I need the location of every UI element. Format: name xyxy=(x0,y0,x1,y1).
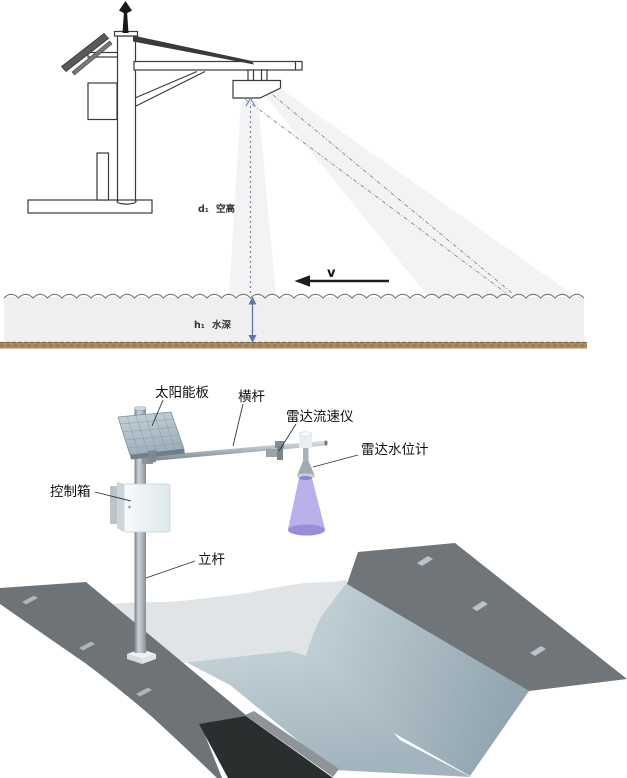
solar-panel-edge xyxy=(130,449,185,460)
crossbar-end-cap xyxy=(324,440,328,446)
velocity-radar-face xyxy=(277,446,283,460)
road-mark xyxy=(22,595,38,605)
channel-end-shadow xyxy=(199,716,333,778)
pole-foundation-front-right xyxy=(142,654,156,664)
level-radar-label: 雷达水位计 xyxy=(361,442,429,457)
slant-beam-dash-line-1 xyxy=(244,98,507,294)
control-box-pointer xyxy=(94,491,132,502)
brace-line-1 xyxy=(134,70,198,99)
pole-top-cap xyxy=(134,406,147,411)
velocity-radar-label: 雷达流速仪 xyxy=(286,409,354,424)
control-box-side xyxy=(117,482,124,532)
solar-panel-pointer xyxy=(151,399,164,427)
tower-small-post xyxy=(96,152,110,201)
radar-slanted-beam-cone xyxy=(264,89,575,296)
level-radar-horn xyxy=(297,461,315,476)
right-bank-top xyxy=(347,543,627,691)
shadow-edge-strip xyxy=(245,711,339,777)
control-box-screw xyxy=(128,505,131,509)
radar-mount-prong-left xyxy=(247,69,255,82)
velocity-radar-clamp xyxy=(275,441,284,448)
channel-water xyxy=(174,644,471,777)
pointer-lines xyxy=(94,399,359,579)
photo-3d-scene: 太阳能板 横杆 雷达流速仪 雷达水位计 控制箱 立杆 xyxy=(0,385,627,778)
pole-label: 立杆 xyxy=(198,552,225,567)
radar-vertical-beam-cone xyxy=(229,101,276,296)
water-depth-text: 水深 xyxy=(212,319,232,331)
tower-structure xyxy=(27,30,303,214)
velocity-radar-pointer xyxy=(278,423,297,452)
control-box-front xyxy=(123,483,171,533)
boom-beam xyxy=(133,60,303,71)
crossbar-pointer xyxy=(232,403,244,447)
solar-panel-rail xyxy=(71,40,113,76)
air-height-symbol: d₁ xyxy=(198,204,209,215)
solar-panel-grid xyxy=(119,412,183,455)
left-bank-road xyxy=(0,582,247,778)
velocity-arrowhead xyxy=(294,275,310,287)
solar-panel-mount xyxy=(148,450,156,463)
velocity-radar-body xyxy=(266,449,279,457)
radar-beam-cone-bottom xyxy=(288,524,325,536)
far-plain xyxy=(112,580,348,663)
radar-housing xyxy=(232,79,282,99)
tower-mast xyxy=(116,35,137,201)
road-mark xyxy=(79,641,95,651)
slant-beam-dash-line-2 xyxy=(272,94,513,294)
water-depth-symbol: h₁ xyxy=(194,320,205,331)
velocity-label: v xyxy=(327,266,336,281)
road-mark xyxy=(136,687,152,697)
level-radar-cylinder xyxy=(299,434,312,448)
level-radar-stem xyxy=(303,448,309,462)
equipment-box xyxy=(87,82,118,121)
tie-rod xyxy=(133,35,254,65)
water-depth-arrowhead-bottom xyxy=(248,335,257,343)
control-box-mount-plate xyxy=(110,486,120,524)
bank-marks xyxy=(417,556,546,656)
level-radar-pointer xyxy=(312,454,359,468)
antenna-rod xyxy=(122,11,129,33)
pole-foundation-front xyxy=(127,654,142,664)
crossbar-bracket xyxy=(142,452,153,464)
level-radar-cylinder-top xyxy=(298,431,313,437)
radar-mount-prong-right xyxy=(260,69,268,82)
solar-panel-top xyxy=(60,32,110,73)
bank-mark xyxy=(530,646,546,656)
radar-beam-cone xyxy=(288,478,325,529)
pole-pointer xyxy=(145,560,196,579)
control-box-label: 控制箱 xyxy=(50,484,91,499)
solar-panel-label: 太阳能板 xyxy=(155,385,209,400)
water-surface-wavy-line xyxy=(3,293,585,299)
water-depth-arrowhead-top xyxy=(248,296,257,305)
bank-mark xyxy=(417,556,433,566)
right-bank-slope xyxy=(306,583,529,776)
road-marks xyxy=(22,595,152,697)
water-body xyxy=(4,297,584,342)
air-height-text: 空高 xyxy=(216,203,236,215)
brace-line-2 xyxy=(134,70,206,108)
river-bed-soil xyxy=(0,342,587,349)
air-height-arrowhead-up xyxy=(245,97,256,107)
schematic-diagram: v d₁ 空高 h₁ 水深 xyxy=(0,1,587,349)
antenna-arrow-tip xyxy=(119,1,132,14)
crossbar-label: 横杆 xyxy=(238,389,265,404)
bank-mark xyxy=(472,601,488,611)
radar-beam-cone-top xyxy=(299,476,312,480)
pole-foundation-pad xyxy=(127,649,156,659)
